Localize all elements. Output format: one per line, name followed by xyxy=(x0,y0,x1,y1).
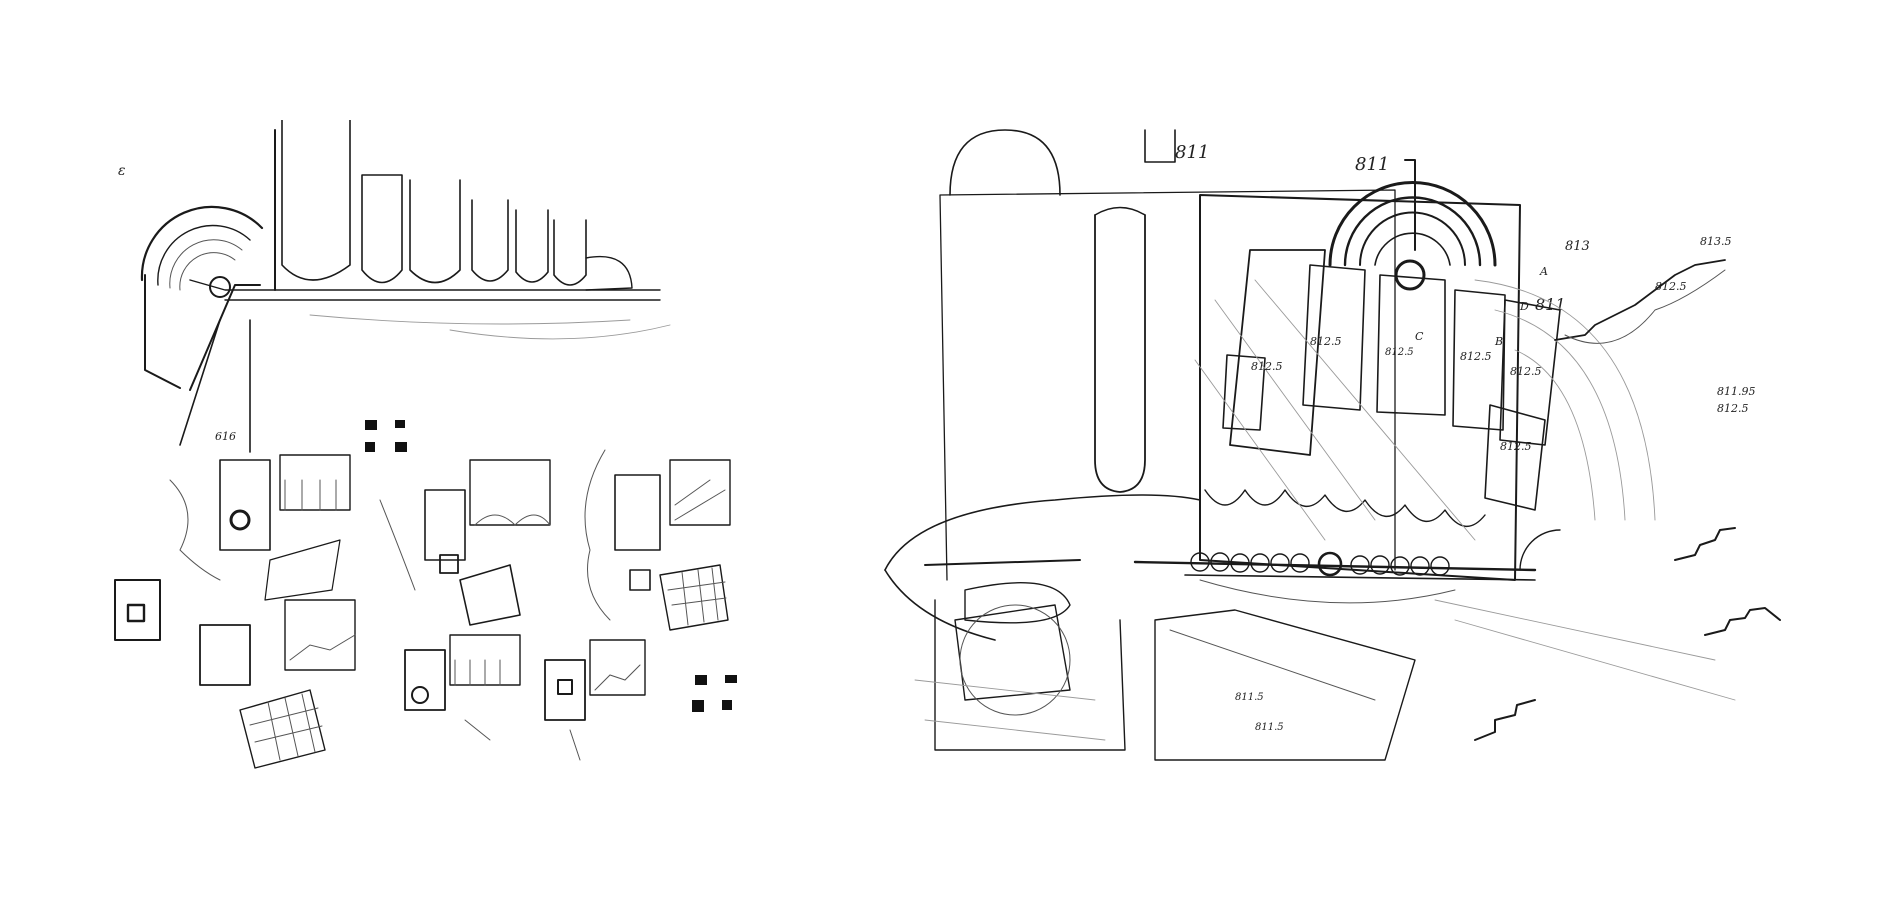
study-vignette-2 xyxy=(379,459,551,626)
colonnade-row xyxy=(1133,551,1537,761)
bottom-note-label: 811.5 xyxy=(1255,722,1284,733)
contour-arcs xyxy=(1434,279,1736,701)
roof-label: ε xyxy=(118,163,126,179)
right-sketch-sheet: 811 811 811 812.5 812.5 812.5 812.5 812.… xyxy=(855,100,1845,800)
study-vignette-4 xyxy=(114,579,356,769)
level-label-813-5: 813.5 xyxy=(1700,235,1732,248)
room-label-5: 812.5 xyxy=(1500,440,1532,453)
study-vignette-1 xyxy=(169,454,351,601)
room-label-center: 812.5 xyxy=(1385,347,1414,358)
entry-court xyxy=(884,494,1201,751)
study-vignette-6 xyxy=(544,639,646,761)
room-label-3: 812.5 xyxy=(1460,350,1492,363)
left-sketch-drawing: ε 616 xyxy=(114,120,737,769)
section-sketches xyxy=(1474,259,1781,741)
stair-label: 616 xyxy=(215,430,236,443)
symbol-cluster-lower xyxy=(692,675,737,712)
level-label-812-5: 812.5 xyxy=(1655,280,1687,293)
circle-label-c: C xyxy=(1415,330,1424,343)
small-note-label: 811.5 xyxy=(1235,692,1264,703)
elevation-note-a: 811.95 xyxy=(1717,385,1756,398)
study-vignette-5 xyxy=(404,634,521,741)
elevation-note-b: 812.5 xyxy=(1717,402,1749,415)
symbol-cluster-upper xyxy=(365,420,407,452)
circle-label-b: B xyxy=(1494,335,1503,348)
left-sketch-sheet: ε 616 xyxy=(70,120,790,780)
main-amphitheatre-plan xyxy=(140,120,671,453)
room-label-1: 812.5 xyxy=(1251,360,1283,373)
level-label-813: 813 xyxy=(1565,239,1590,254)
circle-label-a: A xyxy=(1539,265,1548,278)
level-label-811-a: 811 xyxy=(1175,142,1209,163)
right-sketch-drawing: 811 811 811 812.5 812.5 812.5 812.5 812.… xyxy=(884,129,1781,761)
study-vignette-3 xyxy=(584,449,731,631)
level-label-811-b: 811 xyxy=(1355,154,1389,175)
circle-label-d: D xyxy=(1519,300,1529,313)
level-label-811-c: 811 xyxy=(1535,295,1566,314)
room-label-2: 812.5 xyxy=(1310,335,1342,348)
room-label-4: 812.5 xyxy=(1510,365,1542,378)
building-plan xyxy=(1094,159,1561,581)
